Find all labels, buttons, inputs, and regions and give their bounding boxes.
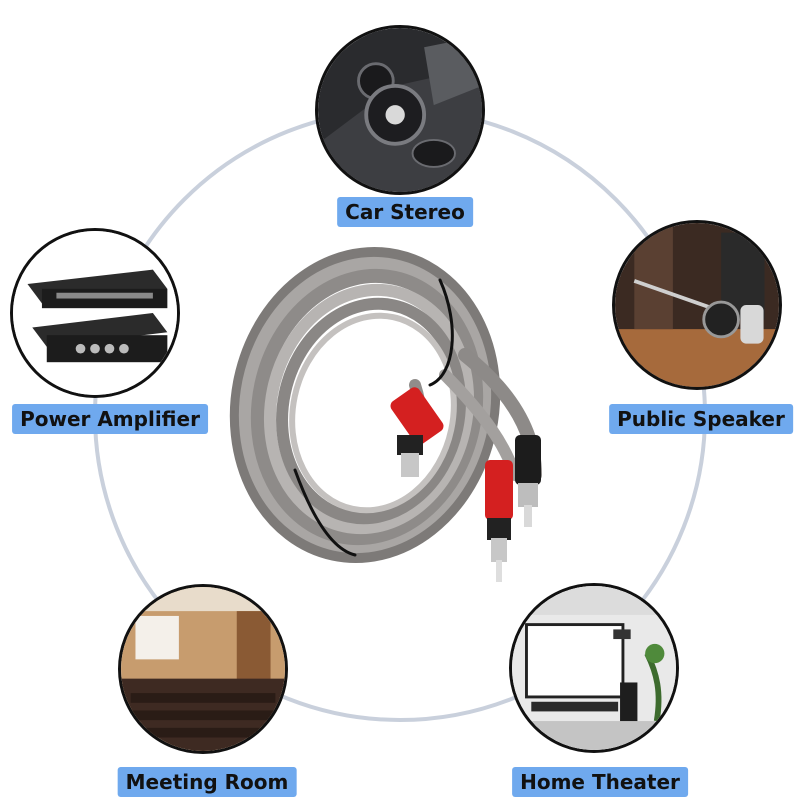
plug-black xyxy=(515,435,541,527)
label-power-amplifier: Power Amplifier xyxy=(12,404,208,434)
public-speaker-photo xyxy=(612,220,782,390)
meeting-room-photo xyxy=(118,584,288,754)
home-theater-photo xyxy=(509,583,679,753)
label-meeting-room: Meeting Room xyxy=(117,767,297,797)
power-amplifier-photo xyxy=(10,228,180,398)
label-public-speaker: Public Speaker xyxy=(609,404,793,434)
label-home-theater: Home Theater xyxy=(512,767,688,797)
plug-right-angle-red xyxy=(390,387,444,477)
car-stereo-photo xyxy=(315,25,485,195)
label-car-stereo: Car Stereo xyxy=(337,197,473,227)
rca-cable-coil xyxy=(229,246,542,582)
plug-red xyxy=(485,460,513,582)
